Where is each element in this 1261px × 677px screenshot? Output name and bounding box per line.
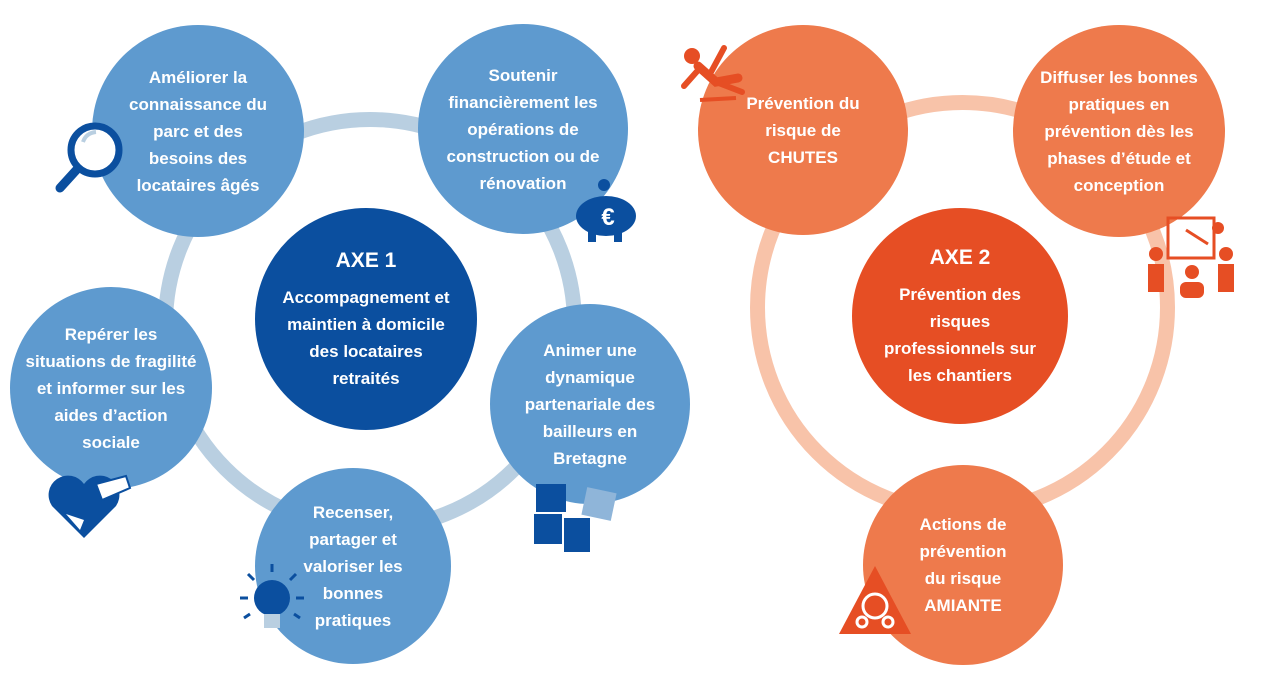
item-label: Soutenir financièrement les opérations d… [446,65,600,193]
svg-text:€: € [601,204,614,231]
axis1-item-partnership: Animer une dynamique partenariale des ba… [490,304,690,504]
axis1-center: AXE 1 Accompagnement et maintien à domic… [255,208,477,430]
item-label: Prévention du risque de CHUTES [746,93,860,167]
item-label: Recenser, partager et valoriser les bonn… [303,502,403,630]
falling-person-icon [681,45,745,102]
axis1-item-fragility: Repérer les situations de fragilité et i… [10,287,212,489]
axis1-item-practices: Recenser, partager et valoriser les bonn… [255,468,451,664]
axis1-item-knowledge: Améliorer la connaissance du parc et des… [92,25,304,237]
piggy-bank-euro-icon: € [576,179,636,242]
puzzle-icon [534,484,617,552]
item-label: Diffuser les bonnes pratiques en prévent… [1040,67,1198,195]
lightbulb-icon [240,564,304,628]
item-label: Actions de prévention du risque AMIANTE [919,515,1007,615]
axis1-subtitle: Accompagnement et maintien à domicile de… [282,287,450,388]
training-meeting-icon [1148,216,1234,298]
axis1-title: AXE 1 [335,248,397,272]
magnifier-icon [55,122,123,193]
axis2-subtitle: Prévention des risques professionnels su… [883,284,1037,385]
asbestos-warning-icon [839,566,911,634]
item-label: Animer une dynamique partenariale des ba… [524,340,656,468]
axis2-item-good-practices: Diffuser les bonnes pratiques en prévent… [1013,25,1225,237]
item-label: Améliorer la connaissance du parc et des… [129,67,267,195]
axis2-center: AXE 2 Prévention des risques professionn… [852,208,1068,424]
axis2-title: AXE 2 [929,245,991,269]
heart-hands-icon [48,474,132,538]
item-label: Repérer les situations de fragilité et i… [25,324,197,452]
axis2-item-falls: Prévention du risque de CHUTES [698,25,908,235]
